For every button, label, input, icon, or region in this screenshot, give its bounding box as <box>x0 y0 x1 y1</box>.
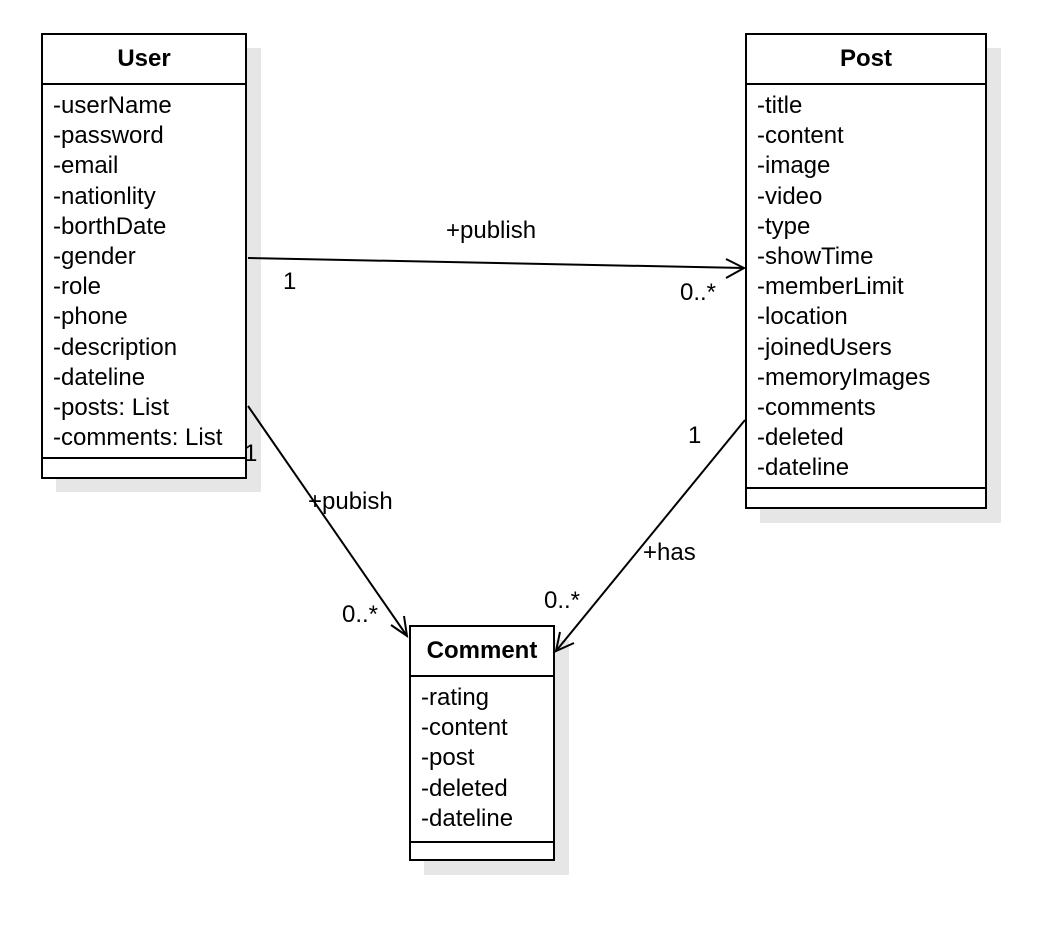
edge-post-comment-source-multiplicity: 1 <box>688 422 702 449</box>
class-user-attributes: -userName -password-email-nationlity-bort… <box>43 85 245 453</box>
class-comment-attributes: -rating -content-post-deleted-dateline <box>411 677 553 834</box>
arrowhead-user-post <box>725 258 747 279</box>
class-attribute: -nationlity <box>53 182 156 210</box>
edge-user-post-target-multiplicity: 0..* <box>680 279 717 306</box>
class-attribute: -comments: List <box>53 424 223 452</box>
edge-post-comment <box>555 419 746 652</box>
class-post-attributes: -title -content-image-video-type -showTime… <box>747 85 985 484</box>
arrowhead-user-comment <box>390 615 409 639</box>
class-user[interactable]: User -userName -password-email-nationlity… <box>41 33 247 479</box>
class-attribute: -gender <box>53 243 136 271</box>
class-attribute: -description <box>53 333 178 361</box>
edge-post-comment-target-multiplicity: 0..* <box>544 587 581 614</box>
class-comment-operations <box>411 841 553 859</box>
class-attribute: -posts: List <box>53 394 170 422</box>
class-attribute: -dateline <box>421 804 514 832</box>
edge-post-comment-label: +has <box>643 539 696 566</box>
class-attribute: -post <box>421 744 475 772</box>
class-attribute: -email <box>53 152 119 180</box>
class-attribute: -showTime <box>757 243 874 271</box>
class-attribute: -video <box>757 182 823 210</box>
class-attribute: -location <box>757 303 848 331</box>
class-attribute: -deleted <box>757 424 844 452</box>
class-attribute: -joinedUsers <box>757 333 892 361</box>
class-attribute: -dateline <box>757 454 850 482</box>
class-attribute: -memoryImages <box>757 363 931 391</box>
class-attribute: -type <box>757 212 811 240</box>
edge-user-comment-source-multiplicity: 1 <box>244 440 258 467</box>
class-user-operations <box>43 457 245 477</box>
class-user-title: User <box>43 35 245 85</box>
class-attribute: -content <box>757 122 844 150</box>
class-attribute: -content <box>421 714 508 742</box>
class-comment[interactable]: Comment -rating -content-post-deleted-dat… <box>409 625 555 861</box>
class-attribute: -dateline <box>53 363 146 391</box>
class-attribute: -borthDate <box>53 212 167 240</box>
class-attribute: -password <box>53 122 164 150</box>
class-attribute: -phone <box>53 303 128 331</box>
edge-user-post-label: +publish <box>446 217 537 244</box>
class-attribute: -deleted <box>421 774 508 802</box>
class-post-operations <box>747 487 985 507</box>
class-attribute: -memberLimit <box>757 273 904 301</box>
class-attribute: -role <box>53 273 102 301</box>
edge-user-comment-target-multiplicity: 0..* <box>342 601 379 628</box>
edge-user-post <box>247 257 745 269</box>
edge-user-comment-label: +pubish <box>308 488 393 515</box>
class-attribute: -userName <box>53 92 172 119</box>
edge-user-comment <box>247 405 408 637</box>
class-post[interactable]: Post -title -content-image-video-type -sho… <box>745 33 987 509</box>
class-attribute: -image <box>757 152 831 180</box>
class-post-title: Post <box>747 35 985 85</box>
class-attribute: -title <box>757 92 803 119</box>
class-comment-title: Comment <box>411 627 553 677</box>
class-attribute: -rating <box>421 684 490 711</box>
edge-user-post-source-multiplicity: 1 <box>283 268 297 295</box>
arrowhead-post-comment <box>554 631 575 653</box>
class-attribute: -comments <box>757 394 876 422</box>
